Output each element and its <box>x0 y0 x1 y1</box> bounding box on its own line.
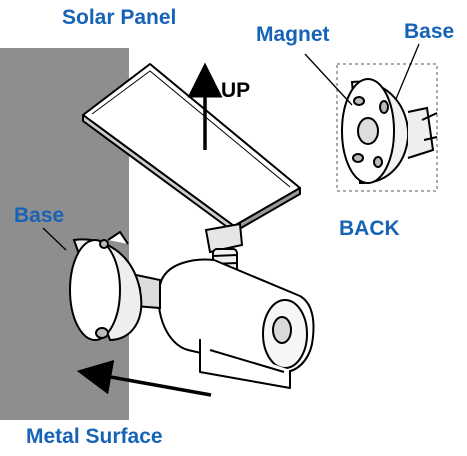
front-view-base <box>69 230 143 342</box>
magnet-label: Magnet <box>256 23 330 46</box>
toward-wall-arrow <box>76 359 212 397</box>
camera-body <box>157 258 315 389</box>
leader-lines <box>42 43 420 251</box>
back-view-label: BACK <box>339 217 400 240</box>
metal-surface-label: Metal Surface <box>26 425 163 448</box>
front-base-label: Base <box>14 204 65 227</box>
up-label: UP <box>221 79 251 102</box>
back-base-label: Base <box>404 20 455 43</box>
back-view-base <box>341 78 438 185</box>
solar-panel-label: Solar Panel <box>62 6 177 29</box>
solar-panel <box>82 63 301 233</box>
back-view-frame <box>336 63 438 192</box>
